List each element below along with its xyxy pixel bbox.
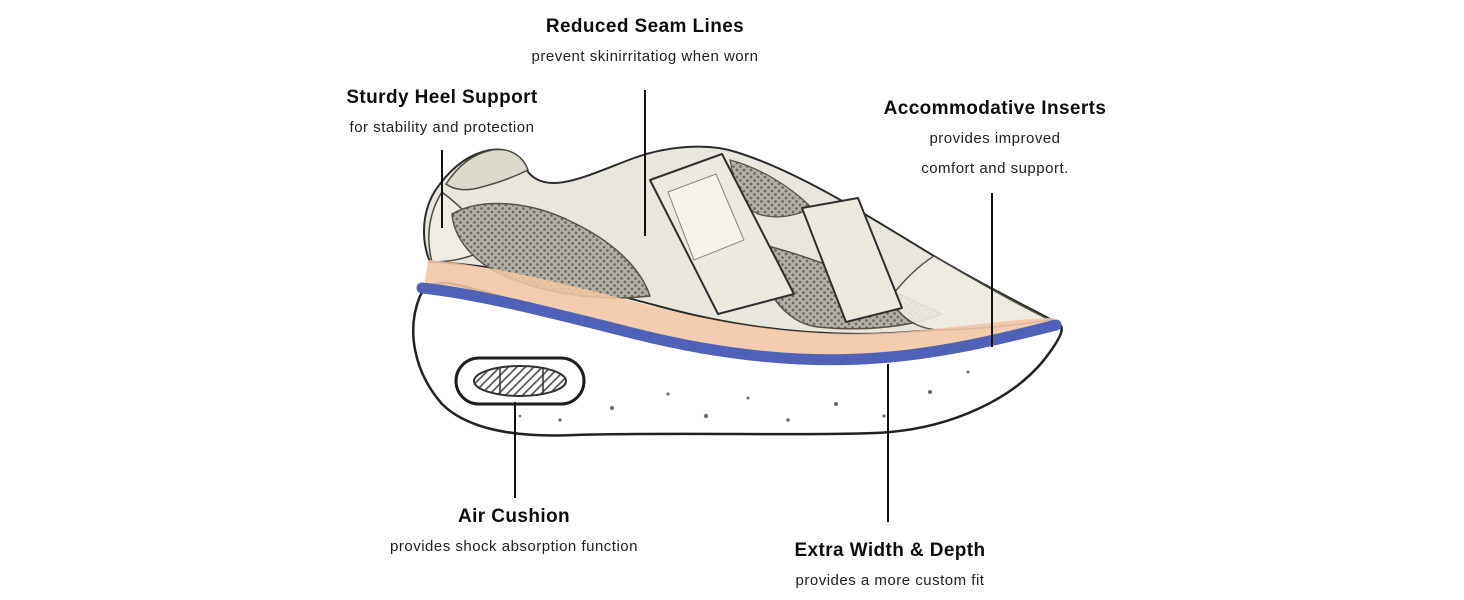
callout-subtitle-extra-width-depth: provides a more custom fit — [795, 572, 985, 589]
leader-line-sturdy-heel-support — [441, 150, 443, 228]
callout-title-extra-width-depth: Extra Width & Depth — [794, 540, 986, 561]
callout-title-air-cushion: Air Cushion — [457, 506, 571, 527]
insole-band — [424, 260, 1057, 356]
callout-air-cushion: Air Cushion provides shock absorption fu… — [390, 506, 638, 555]
callout-subtitle-accommodative-inserts-line1: provides improved — [929, 130, 1061, 147]
sole-speckles — [518, 370, 970, 422]
leader-line-reduced-seam-lines — [644, 90, 646, 236]
callout-title-reduced-seam-lines: Reduced Seam Lines — [545, 16, 745, 37]
callout-extra-width-depth: Extra Width & Depth provides a more cust… — [794, 540, 985, 589]
callout-title-accommodative-inserts: Accommodative Inserts — [883, 98, 1107, 119]
velcro-strap-secondary — [801, 197, 903, 323]
callout-subtitle-reduced-seam-lines: prevent skinirritatiog when worn — [531, 48, 759, 65]
callout-subtitle-accommodative-inserts-line2: comfort and support. — [921, 160, 1069, 177]
leader-line-extra-width-depth — [887, 364, 889, 522]
callout-sturdy-heel-support: Sturdy Heel Support for stability and pr… — [346, 87, 537, 136]
leader-line-accommodative-inserts — [991, 193, 993, 347]
callout-title-sturdy-heel-support: Sturdy Heel Support — [346, 87, 538, 108]
callout-reduced-seam-lines: Reduced Seam Lines prevent skinirritatio… — [532, 16, 759, 65]
collar-pad — [444, 148, 529, 191]
velcro-strap-patch — [667, 173, 745, 261]
leader-line-air-cushion — [514, 402, 516, 498]
callout-subtitle-sturdy-heel-support: for stability and protection — [349, 119, 535, 136]
callout-subtitle-air-cushion: provides shock absorption function — [390, 538, 638, 555]
midsole-stripe — [416, 282, 1062, 366]
air-cushion-window — [454, 356, 586, 406]
callout-accommodative-inserts: Accommodative Inserts provides improved … — [884, 98, 1107, 177]
